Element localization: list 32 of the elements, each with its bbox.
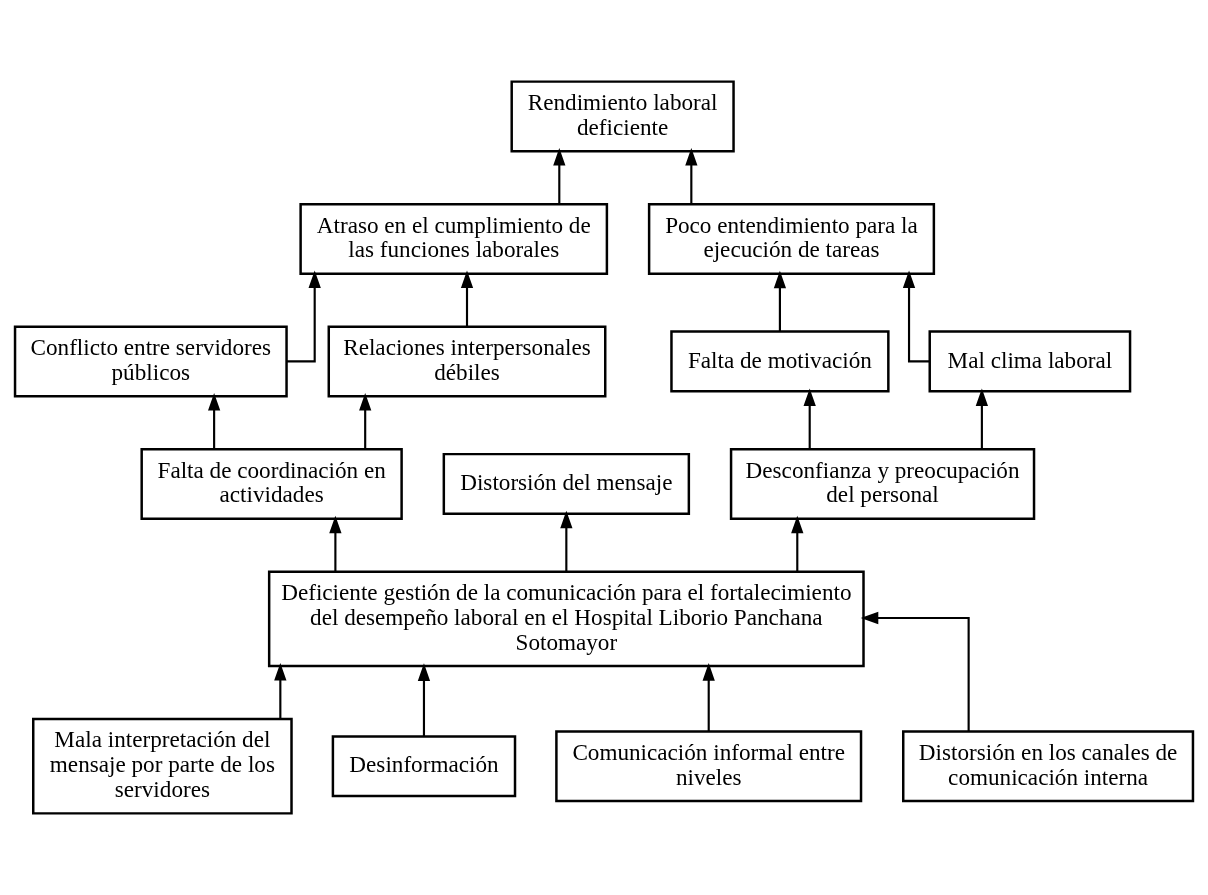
node-box: Mala interpretación del mensaje por parte de los servidores [32, 717, 293, 815]
arrow [417, 663, 431, 737]
node-box: Mal clima laboral [928, 330, 1132, 393]
node-box: Rendimiento laboral deficiente [510, 80, 735, 153]
arrow [685, 148, 698, 205]
arrow [274, 662, 287, 719]
node-box: Atraso en el cumplimiento de las funciones laborales [299, 202, 609, 275]
node-box: Desinformación [331, 735, 517, 798]
arrow [286, 270, 321, 363]
arrow [791, 515, 804, 572]
arrow [359, 393, 372, 450]
node-box: Conflicto entre servidores públicos [13, 325, 288, 398]
node-box: Poco entendimiento para la ejecución de tareas [647, 202, 936, 275]
node-box: Relaciones interpersonales débiles [327, 325, 607, 398]
arrow [902, 270, 930, 363]
node-box: Comunicación informal entre niveles [555, 730, 863, 803]
arrow [460, 270, 474, 327]
node-box: Falta de coordinación en actividades [140, 447, 403, 520]
arrow [860, 611, 970, 732]
node-box: Desconfianza y preocupación del personal [729, 447, 1036, 520]
node-box: Deficiente gestión de la comunicación para el fortalecimiento del desempeño laboral en el Hospital Liborio Panchana Sotomayor [267, 570, 865, 668]
node-box: Distorsión del mensaje [442, 452, 691, 515]
arrow [329, 515, 342, 572]
node-box: Distorsión en los canales de comunicación interna [902, 730, 1195, 803]
arrow [975, 388, 989, 450]
node-box: Falta de motivación [670, 330, 890, 393]
arrow [207, 393, 221, 450]
arrow [553, 148, 566, 205]
arrow [803, 388, 816, 450]
arrow [560, 510, 573, 572]
arrow [773, 270, 787, 332]
arrow [702, 663, 715, 732]
